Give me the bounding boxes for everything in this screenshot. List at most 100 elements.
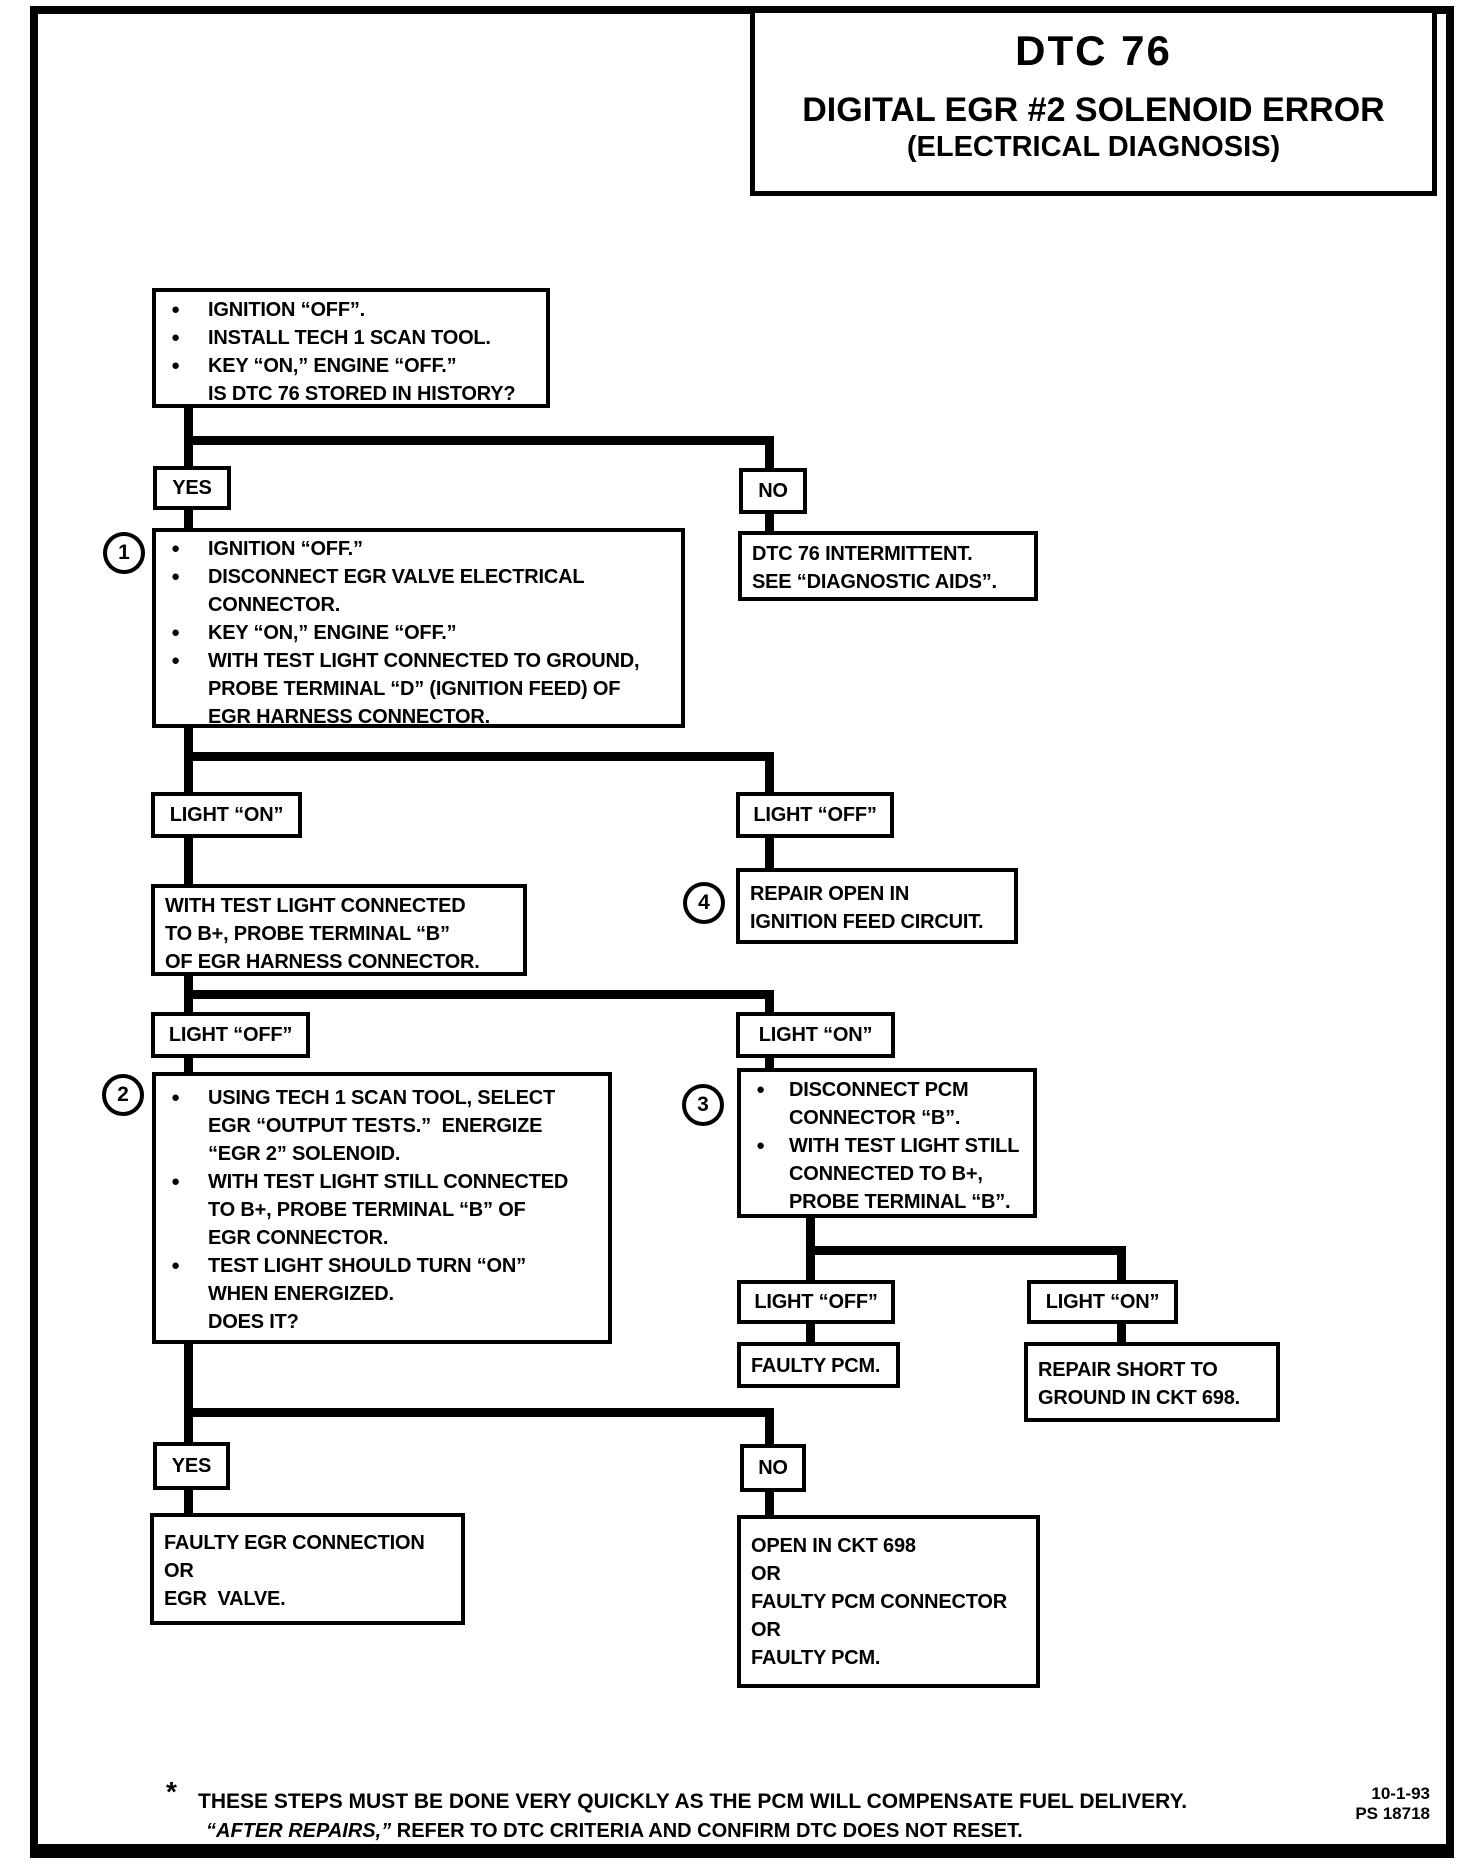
flow-connector bbox=[765, 514, 774, 531]
flow-line: FAULTY PCM. bbox=[751, 1355, 881, 1377]
flow-line: IS DTC 76 STORED IN HISTORY? bbox=[208, 383, 516, 405]
light-off-label-1: LIGHT “OFF” bbox=[736, 792, 894, 838]
flow-connector bbox=[184, 510, 193, 528]
flow-connector bbox=[806, 1246, 1126, 1255]
flow-line: KEY “ON,” ENGINE “OFF.” bbox=[156, 352, 546, 380]
flow-connector bbox=[765, 1058, 774, 1068]
flow-connector bbox=[765, 1417, 774, 1444]
flow-line: IGNITION FEED CIRCUIT. bbox=[750, 911, 984, 933]
flow-connector bbox=[765, 999, 774, 1012]
flow-line: REPAIR SHORT TO bbox=[1038, 1359, 1218, 1381]
dtc76-intermittent-box: DTC 76 INTERMITTENT. SEE “DIAGNOSTIC AID… bbox=[738, 531, 1038, 601]
flow-connector bbox=[184, 761, 193, 792]
flow-connector bbox=[184, 1344, 193, 1412]
flow-line: EGR CONNECTOR. bbox=[208, 1227, 389, 1249]
flow-line: CONNECTOR. bbox=[208, 594, 341, 616]
flow-line: DISCONNECT PCM bbox=[741, 1076, 1033, 1104]
yes-label-top: YES bbox=[153, 466, 231, 510]
flow-connector bbox=[184, 976, 193, 994]
dtc-code: DTC 76 bbox=[1015, 27, 1172, 74]
no-label-bottom: NO bbox=[740, 1444, 806, 1492]
flow-connector bbox=[1117, 1324, 1126, 1342]
flow-line: SEE “DIAGNOSTIC AIDS”. bbox=[752, 571, 997, 593]
flow-line: EGR VALVE. bbox=[164, 1588, 286, 1610]
flow-line: GROUND IN CKT 698. bbox=[1038, 1387, 1240, 1409]
flow-connector bbox=[184, 1417, 193, 1442]
flow-line: DTC 76 INTERMITTENT. bbox=[752, 543, 973, 565]
flow-line: OR bbox=[751, 1619, 781, 1641]
flow-connector bbox=[184, 445, 193, 466]
flow-line: WHEN ENERGIZED. bbox=[208, 1283, 394, 1305]
flow-line: WITH TEST LIGHT STILL CONNECTED bbox=[156, 1168, 608, 1196]
footnote-line-1: THESE STEPS MUST BE DONE VERY QUICKLY AS… bbox=[198, 1790, 1188, 1813]
flow-connector bbox=[184, 1490, 193, 1513]
revision-date: 10-1-93 bbox=[1371, 1784, 1430, 1803]
flow-line: WITH TEST LIGHT CONNECTED TO GROUND, bbox=[156, 647, 681, 675]
light-on-label-2: LIGHT “ON” bbox=[736, 1012, 895, 1058]
document-id-block: 10-1-93 PS 18718 bbox=[1330, 1784, 1430, 1824]
page-title: DIGITAL EGR #2 SOLENOID ERROR bbox=[802, 91, 1385, 129]
faulty-pcm-box: FAULTY PCM. bbox=[737, 1342, 900, 1388]
flow-line: OPEN IN CKT 698 bbox=[751, 1535, 916, 1557]
flow-connector bbox=[765, 838, 774, 868]
yes-label-bottom: YES bbox=[153, 1442, 230, 1490]
step2-box: USING TECH 1 SCAN TOOL, SELECT EGR “OUTP… bbox=[152, 1072, 612, 1344]
flow-line: TO B+, PROBE TERMINAL “B” OF bbox=[208, 1199, 526, 1221]
flow-line: OR bbox=[751, 1563, 781, 1585]
flow-connector bbox=[184, 1058, 193, 1072]
circle-4: 4 bbox=[683, 882, 725, 924]
flow-line: USING TECH 1 SCAN TOOL, SELECT bbox=[156, 1084, 608, 1112]
footnote-line-2: “AFTER REPAIRS,” REFER TO DTC CRITERIA A… bbox=[206, 1820, 1023, 1843]
repair-open-box: REPAIR OPEN IN IGNITION FEED CIRCUIT. bbox=[736, 868, 1018, 944]
faulty-egr-box: FAULTY EGR CONNECTION OR EGR VALVE. bbox=[150, 1513, 465, 1625]
flow-line: OR bbox=[164, 1560, 194, 1582]
flow-connector bbox=[184, 436, 774, 445]
flow-connector bbox=[184, 1408, 774, 1417]
flow-line: TO B+, PROBE TERMINAL “B” bbox=[165, 923, 450, 945]
flow-line: EGR HARNESS CONNECTOR. bbox=[208, 706, 490, 728]
flow-connector bbox=[1117, 1255, 1126, 1280]
flow-connector bbox=[806, 1255, 815, 1280]
title-box: DTC 76 DIGITAL EGR #2 SOLENOID ERROR (EL… bbox=[750, 8, 1437, 196]
flow-line: KEY “ON,” ENGINE “OFF.” bbox=[156, 619, 681, 647]
flow-line: “EGR 2” SOLENOID. bbox=[208, 1143, 401, 1165]
flow-connector bbox=[765, 761, 774, 792]
flow-line: REPAIR OPEN IN bbox=[750, 883, 910, 905]
flow-line: FAULTY EGR CONNECTION bbox=[164, 1532, 425, 1554]
flow-line: OF EGR HARNESS CONNECTOR. bbox=[165, 951, 480, 973]
flow-connector bbox=[184, 752, 774, 761]
no-label-top: NO bbox=[739, 468, 807, 514]
flow-line: DISCONNECT EGR VALVE ELECTRICAL bbox=[156, 563, 681, 591]
repair-short-box: REPAIR SHORT TO GROUND IN CKT 698. bbox=[1024, 1342, 1280, 1422]
page-subtitle: (ELECTRICAL DIAGNOSIS) bbox=[906, 131, 1281, 163]
flow-line: TEST LIGHT SHOULD TURN “ON” bbox=[156, 1252, 608, 1280]
step3-box: DISCONNECT PCM CONNECTOR “B”. WITH TEST … bbox=[737, 1068, 1037, 1218]
flow-line: INSTALL TECH 1 SCAN TOOL. bbox=[156, 324, 546, 352]
page-border bbox=[30, 6, 1454, 1858]
light-on-label-3: LIGHT “ON” bbox=[1027, 1280, 1178, 1324]
light-on-label-1: LIGHT “ON” bbox=[151, 792, 302, 838]
flow-connector bbox=[184, 990, 774, 999]
flow-line: DOES IT? bbox=[208, 1311, 299, 1333]
circle-1: 1 bbox=[103, 532, 145, 574]
flow-line: IGNITION “OFF.” bbox=[156, 535, 681, 563]
flow-line: FAULTY PCM. bbox=[751, 1647, 881, 1669]
flow-connector bbox=[765, 445, 774, 468]
flow-connector bbox=[184, 838, 193, 884]
footnote-after-repairs: “AFTER REPAIRS,” bbox=[206, 1820, 392, 1842]
flow-line: PROBE TERMINAL “D” (IGNITION FEED) OF bbox=[208, 678, 621, 700]
flow-line: CONNECTOR “B”. bbox=[789, 1107, 961, 1129]
flow-line: IGNITION “OFF”. bbox=[156, 296, 546, 324]
probe-terminal-b-box: WITH TEST LIGHT CONNECTED TO B+, PROBE T… bbox=[151, 884, 527, 976]
circle-2: 2 bbox=[102, 1074, 144, 1116]
flow-connector bbox=[806, 1324, 815, 1342]
start-box: IGNITION “OFF”. INSTALL TECH 1 SCAN TOOL… bbox=[152, 288, 550, 408]
flow-connector bbox=[184, 999, 193, 1012]
flow-connector bbox=[806, 1218, 815, 1250]
flow-line: EGR “OUTPUT TESTS.” ENERGIZE bbox=[208, 1115, 543, 1137]
document-number: PS 18718 bbox=[1355, 1804, 1430, 1823]
flow-connector bbox=[765, 1492, 774, 1515]
flow-line: CONNECTED TO B+, bbox=[789, 1163, 983, 1185]
open-ckt-box: OPEN IN CKT 698 OR FAULTY PCM CONNECTOR … bbox=[737, 1515, 1040, 1688]
